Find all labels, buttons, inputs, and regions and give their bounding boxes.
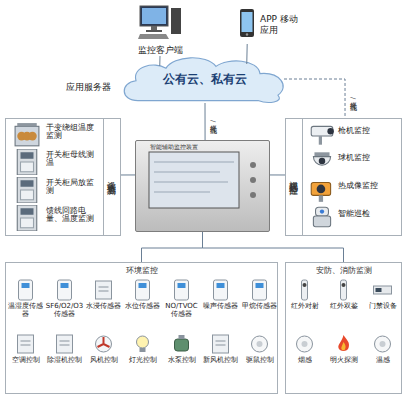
- item-label: 烟感: [285, 357, 324, 365]
- connector: [284, 79, 345, 118]
- node-text: 公有云、私有云: [163, 71, 247, 88]
- item-label: 开关柜局放监测: [46, 179, 98, 196]
- light-icon: [137, 336, 149, 352]
- node-text: 环境监控: [6, 265, 277, 276]
- sensor-icon: [214, 280, 228, 300]
- item-label: 新风机控制: [201, 357, 240, 365]
- cloud-node: 公有云、私有云: [118, 52, 292, 106]
- fire-icon: [338, 335, 349, 351]
- item-label: 红外对射: [285, 303, 324, 311]
- sensor-icon: [175, 280, 189, 300]
- item-label: 智能巡检: [338, 210, 400, 218]
- device-button: [250, 177, 256, 183]
- connector: [270, 174, 285, 175]
- screen-line: [154, 172, 220, 173]
- item-label: 除湿机控制: [45, 357, 84, 365]
- sensor-icon: [19, 280, 33, 300]
- connector: [121, 174, 135, 175]
- group-box: 环境监控: [5, 262, 278, 394]
- control-icon: [252, 336, 268, 352]
- sensor-icon: [58, 280, 72, 300]
- sensor-icon: [136, 280, 150, 300]
- heat-icon: [375, 336, 391, 352]
- connector: [159, 56, 160, 66]
- app-node: APP 移动应用: [236, 4, 306, 46]
- item-label: 驱鼠控制: [240, 357, 279, 365]
- screen-line: [154, 192, 210, 193]
- node-text: APP 移动应用: [260, 14, 306, 37]
- client-node: 监控客户端: [120, 2, 200, 56]
- fan-icon: [96, 336, 112, 352]
- cabinet-icon: [17, 149, 37, 175]
- infrared-icon: [341, 280, 347, 300]
- item-label: 灯光控制: [123, 357, 162, 365]
- item-label: NO/TVOC传感器: [162, 303, 201, 319]
- group-box: 设备状态监测: [5, 118, 121, 236]
- pump-icon: [175, 335, 189, 351]
- connector: [246, 44, 247, 64]
- sensor-icon: [253, 280, 267, 300]
- item-label: 球机监控: [338, 154, 400, 162]
- item-label: SF6/O2/O3传感器: [45, 303, 84, 319]
- node-text: 视频远程监控: [286, 119, 303, 235]
- item-label: 空调控制: [6, 357, 45, 365]
- thermal-camera-icon: [311, 182, 330, 201]
- access-icon: [374, 286, 392, 294]
- edge-label: 光纤/无线: [348, 97, 357, 99]
- control-icon: [18, 335, 34, 353]
- edge-label: 光纤/无线: [208, 120, 217, 122]
- item-label: 甲烷传感器: [240, 303, 279, 311]
- infrared-icon: [302, 280, 308, 300]
- item-label: 热成像监控: [338, 182, 400, 190]
- connector: [142, 232, 203, 262]
- item-label: 水浸传感器: [84, 303, 123, 311]
- server-label: 应用服务器: [66, 82, 118, 92]
- screen-line: [154, 162, 234, 163]
- phone-icon: [240, 9, 254, 37]
- camera-icon: [311, 126, 334, 144]
- item-label: 门禁设备: [363, 303, 402, 311]
- item-label: 干变绕组温度监测: [46, 124, 98, 141]
- item-label: 水位传感器: [123, 303, 162, 311]
- robot-icon: [313, 207, 330, 226]
- connector: [205, 103, 206, 140]
- item-label: 风机控制: [84, 357, 123, 365]
- item-label: 噪声传感器: [201, 303, 240, 311]
- item-label: 温湿度传感器: [6, 303, 45, 319]
- smoke-icon: [297, 336, 313, 352]
- item-label: 开关柜母线测温: [46, 151, 98, 168]
- item-label: 明火探测: [324, 357, 363, 365]
- device-screen: [149, 152, 239, 208]
- group-box: 安防、消防监测: [285, 262, 402, 394]
- screen-line: [154, 182, 228, 183]
- control-icon: [213, 335, 229, 353]
- item-label: 馈线回路电量、温度监测: [46, 207, 98, 224]
- transformer-icon: [15, 123, 39, 146]
- device-button: [250, 192, 256, 198]
- control-icon: [57, 335, 73, 353]
- computer-icon: [138, 6, 181, 39]
- item-label: 枪机监控: [338, 127, 400, 135]
- cloud-outline: [124, 58, 283, 103]
- cabinet-icon: [17, 177, 37, 203]
- node-text: 设备状态监测: [103, 119, 120, 235]
- node-text: 安防、消防监测: [286, 265, 401, 276]
- item-label: 红外双鉴: [324, 303, 363, 311]
- item-label: 温感: [363, 357, 402, 365]
- cabinet-icon: [17, 205, 37, 231]
- connector: [203, 232, 344, 262]
- item-label: 水泵控制: [162, 357, 201, 365]
- group-box: 视频远程监控: [285, 118, 402, 236]
- device-button: [250, 162, 256, 168]
- dome-camera-icon: [313, 152, 330, 165]
- node-text: 监控客户端: [138, 46, 183, 56]
- node-text: 智能辅助监控装置: [136, 141, 269, 152]
- sensor-icon: [96, 281, 112, 299]
- device-box: 智能辅助监控装置: [135, 140, 270, 232]
